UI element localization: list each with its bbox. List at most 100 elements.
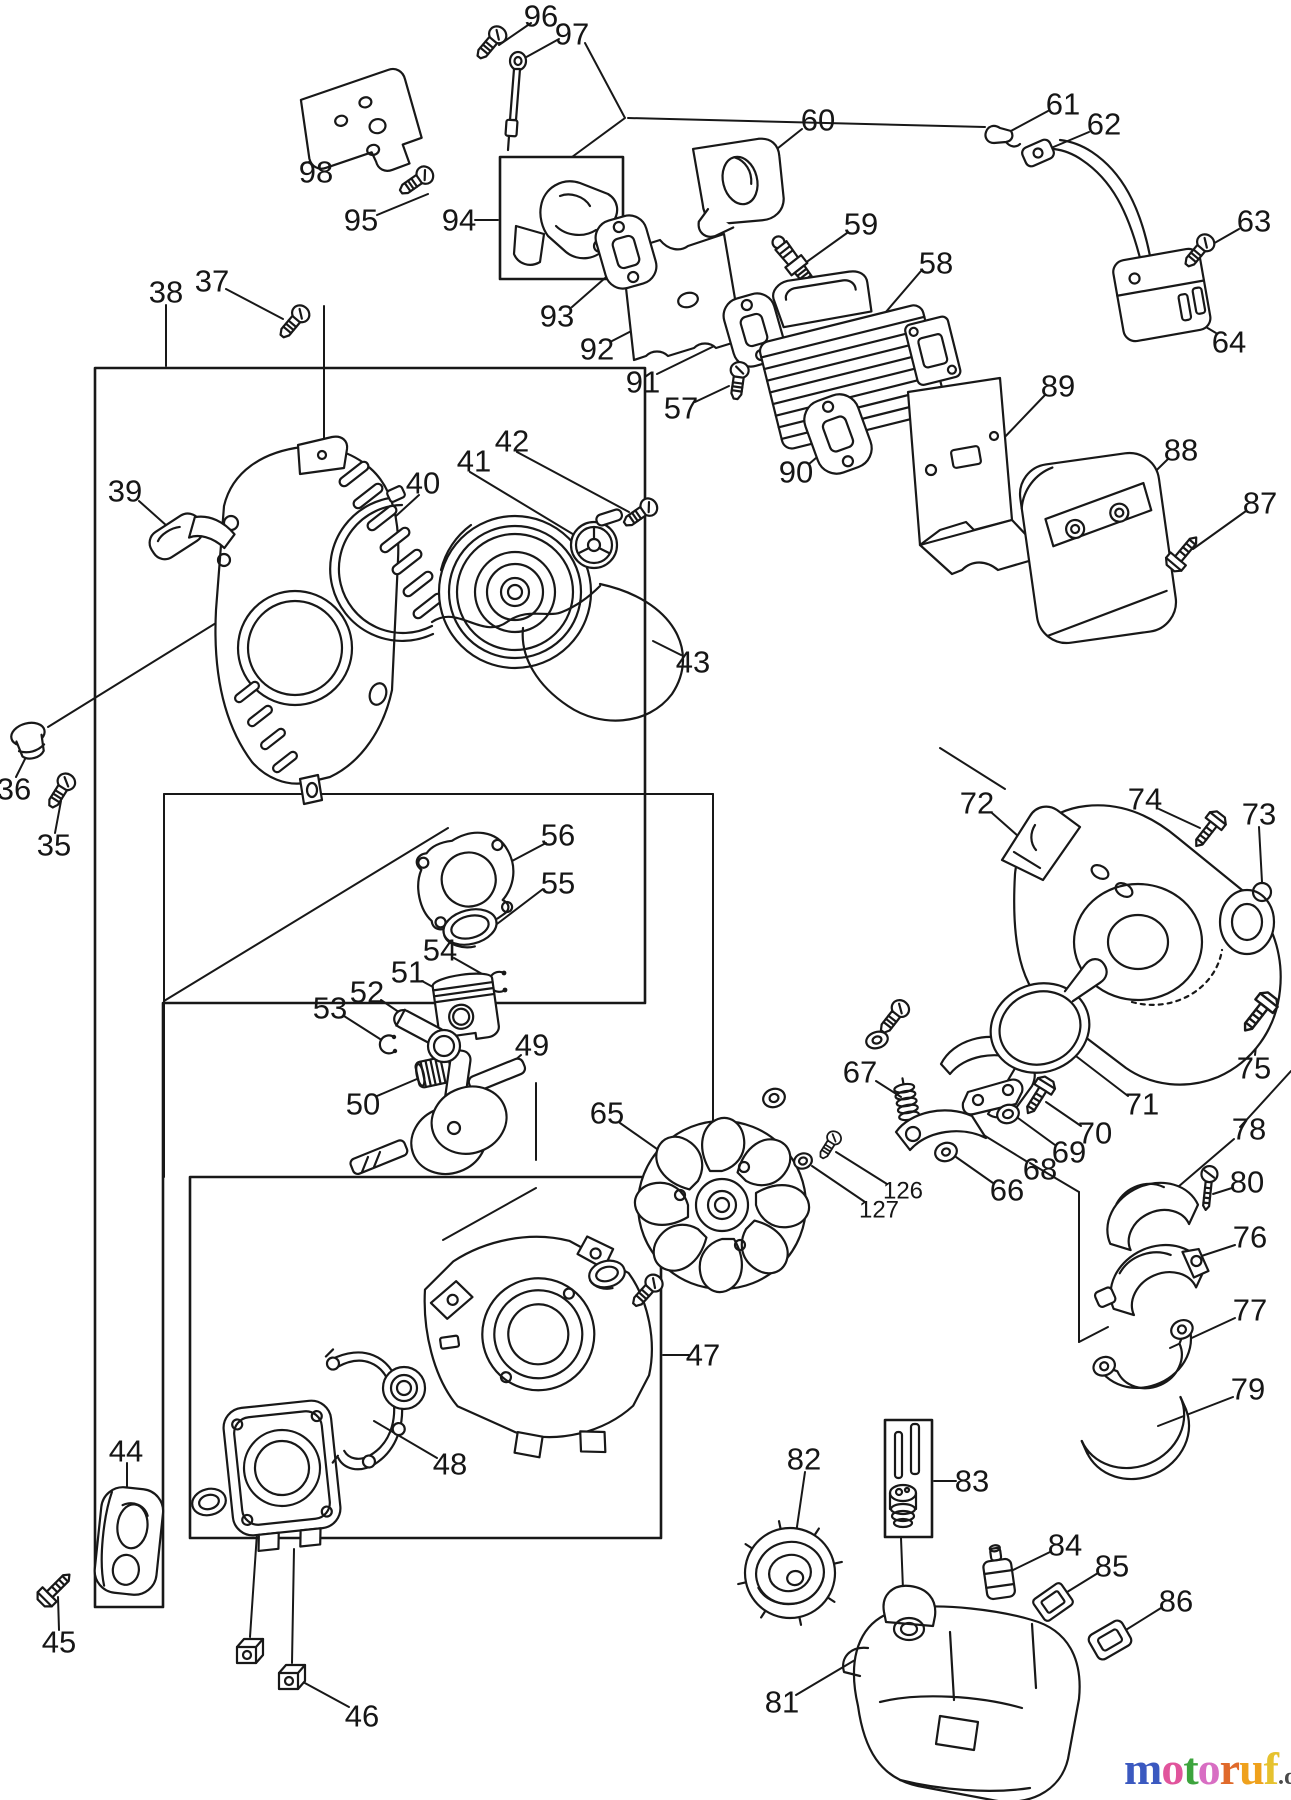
part-label-56: 56 xyxy=(541,818,575,853)
part-label-48: 48 xyxy=(433,1447,467,1482)
muffler-part xyxy=(1018,451,1178,645)
leader-line xyxy=(571,42,626,158)
part-label-63: 63 xyxy=(1237,204,1271,239)
tank-gasket-part xyxy=(1032,1582,1074,1622)
part-label-127: 127 xyxy=(859,1197,899,1224)
leader-line xyxy=(302,1681,350,1708)
part-label-71: 71 xyxy=(1125,1087,1159,1122)
leader-line xyxy=(1212,1187,1233,1195)
leader-line xyxy=(1120,1607,1162,1634)
leader-line xyxy=(652,640,682,656)
leader-line xyxy=(15,756,27,778)
part-label-83: 83 xyxy=(955,1464,989,1499)
coil-wires-part xyxy=(1052,138,1152,260)
part-label-38: 38 xyxy=(149,275,183,310)
part-label-52: 52 xyxy=(350,975,384,1010)
part-label-90: 90 xyxy=(779,455,813,490)
part-label-97: 97 xyxy=(555,17,589,52)
leader-line xyxy=(1000,394,1046,442)
leader-line xyxy=(376,1075,425,1097)
part-label-80: 80 xyxy=(1230,1165,1264,1200)
leader-line xyxy=(520,38,560,61)
screw-74-part xyxy=(1187,807,1230,854)
part-label-54: 54 xyxy=(423,933,457,968)
screw-80-part xyxy=(1200,1164,1219,1211)
rope-pulley-part xyxy=(437,514,593,670)
part-label-61: 61 xyxy=(1046,87,1080,122)
leader-line xyxy=(343,1015,381,1040)
washer-part xyxy=(996,1103,1020,1125)
screw-126-part xyxy=(814,1127,845,1163)
terminal-part xyxy=(1021,138,1055,168)
part-label-78: 78 xyxy=(1232,1112,1266,1147)
cushion-part xyxy=(93,1486,165,1596)
ratchet-part xyxy=(569,508,624,570)
watermark-letter: o xyxy=(1161,1743,1184,1794)
screw-57-part xyxy=(725,359,751,402)
assembly-box xyxy=(188,1175,663,1540)
leader-line xyxy=(1045,1101,1082,1127)
clamp-cover-part xyxy=(1080,1395,1191,1481)
screw-42-part xyxy=(618,494,662,533)
ignition-coil-part xyxy=(1112,247,1212,343)
part-label-92: 92 xyxy=(580,332,614,367)
square-nut-part xyxy=(277,1663,307,1691)
bearing-part xyxy=(381,1365,427,1411)
crankshaft-part xyxy=(349,1028,527,1176)
part-label-95: 95 xyxy=(344,203,378,238)
part-label-53: 53 xyxy=(313,991,347,1026)
part-label-68: 68 xyxy=(1023,1152,1057,1187)
part-label-51: 51 xyxy=(391,955,425,990)
leader-line xyxy=(795,1659,856,1696)
washer-part xyxy=(934,1141,958,1163)
structure-line xyxy=(291,1548,295,1664)
part-label-82: 82 xyxy=(787,1442,821,1477)
screw-95-part xyxy=(394,162,438,201)
part-label-75: 75 xyxy=(1237,1051,1271,1086)
square-nut-part xyxy=(235,1637,265,1665)
plug-part xyxy=(10,721,46,760)
clamp-lower-part xyxy=(1092,1318,1194,1390)
part-label-91: 91 xyxy=(626,365,660,400)
leader-line xyxy=(1157,1396,1234,1427)
intake-insulator-part xyxy=(691,137,785,238)
washer-part xyxy=(762,1087,786,1109)
part-label-57: 57 xyxy=(664,391,698,426)
bolt-87-part xyxy=(1161,529,1205,576)
part-label-40: 40 xyxy=(406,466,440,501)
bracket-plate-part xyxy=(299,67,423,172)
part-drawings xyxy=(10,21,1283,1800)
part-label-42: 42 xyxy=(495,424,529,459)
leader-line xyxy=(1017,1117,1056,1146)
oil-seal-part xyxy=(588,1259,626,1290)
part-label-43: 43 xyxy=(676,645,710,680)
part-label-84: 84 xyxy=(1048,1528,1082,1563)
clamp-upper-part xyxy=(1106,1181,1200,1252)
structure-line xyxy=(163,827,449,1002)
part-label-37: 37 xyxy=(195,264,229,299)
part-label-87: 87 xyxy=(1243,486,1277,521)
leader-line xyxy=(516,451,630,513)
watermark-letter: f xyxy=(1263,1743,1279,1794)
crankcase-half2-part xyxy=(222,1399,342,1553)
part-label-58: 58 xyxy=(919,246,953,281)
leader-line xyxy=(57,1596,60,1631)
leader-line xyxy=(694,385,730,403)
part-label-79: 79 xyxy=(1231,1372,1265,1407)
fuel-pipe-part xyxy=(888,1422,921,1529)
part-label-93: 93 xyxy=(540,299,574,334)
leader-line xyxy=(373,1420,438,1459)
part-label-74: 74 xyxy=(1128,782,1162,817)
part-label-72: 72 xyxy=(960,786,994,821)
assembly-box xyxy=(883,1418,934,1539)
leader-line xyxy=(376,193,429,216)
part-label-98: 98 xyxy=(299,155,333,190)
watermark-letter: r xyxy=(1219,1743,1240,1794)
part-label-85: 85 xyxy=(1095,1549,1129,1584)
watermark-letter: m xyxy=(1124,1743,1162,1794)
nut-127-part xyxy=(793,1152,813,1170)
watermark-domain-suffix: .de xyxy=(1278,1764,1291,1790)
wire-clip-part xyxy=(984,124,1022,148)
